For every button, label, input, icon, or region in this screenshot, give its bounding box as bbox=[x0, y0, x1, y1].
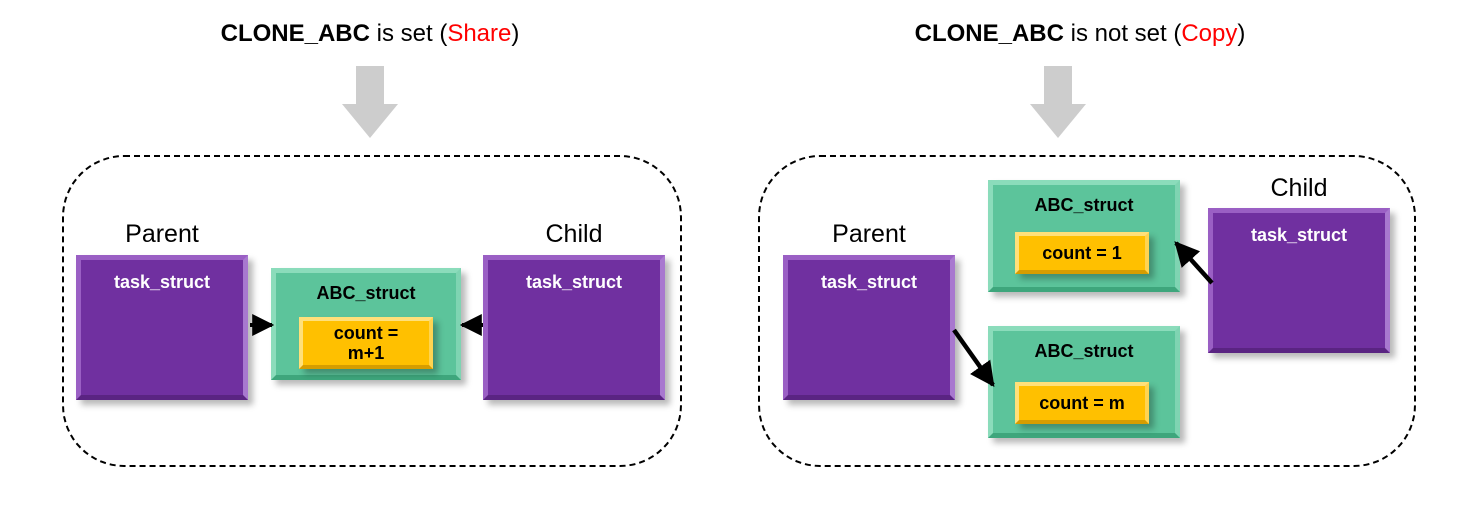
count-label-parent-copy: count = m bbox=[1039, 392, 1125, 413]
parent-task-struct-label-share: task_struct bbox=[113, 272, 211, 292]
child-task-struct-copy: task_struct bbox=[1208, 208, 1390, 353]
panel-title-mode: Share bbox=[447, 20, 512, 47]
count-box-parent-copy: count = m bbox=[1015, 382, 1149, 424]
arrow-shaft bbox=[1044, 66, 1072, 106]
arrow-head bbox=[1030, 104, 1086, 138]
panel-title-share: CLONE_ABC is set (Share) bbox=[110, 22, 630, 46]
count-label-share: count = m+1 bbox=[333, 322, 399, 363]
child-caption-share: Child bbox=[545, 220, 603, 248]
count-box-child-copy: count = 1 bbox=[1015, 232, 1149, 274]
box-face: count = m+1 bbox=[299, 317, 433, 369]
copy-container bbox=[758, 155, 1416, 467]
parent-task-struct-share: task_struct bbox=[76, 255, 248, 400]
child-task-struct-share: task_struct bbox=[483, 255, 665, 400]
share-container bbox=[62, 155, 682, 467]
panel-title-middle: is set ( bbox=[369, 20, 448, 47]
box-face: task_struct bbox=[76, 255, 248, 400]
parent-task-struct-copy: task_struct bbox=[783, 255, 955, 400]
parent-task-struct-label-copy: task_struct bbox=[820, 272, 918, 292]
arrow-head bbox=[342, 104, 398, 138]
abc-struct-title-share: ABC_struct bbox=[316, 283, 416, 303]
child-task-struct-label-copy: task_struct bbox=[1250, 225, 1348, 245]
box-face: count = 1 bbox=[1015, 232, 1149, 274]
box-face: task_struct bbox=[1208, 208, 1390, 353]
box-face: task_struct bbox=[783, 255, 955, 400]
panel-title-flag: CLONE_ABC bbox=[914, 20, 1064, 47]
box-face: count = m bbox=[1015, 382, 1149, 424]
panel-title-mode: Copy bbox=[1181, 20, 1238, 47]
down-block-arrow-icon bbox=[1030, 66, 1086, 138]
panel-title-close: ) bbox=[1237, 20, 1246, 47]
parent-caption-copy: Parent bbox=[832, 220, 906, 248]
panel-title-flag: CLONE_ABC bbox=[220, 20, 370, 47]
panel-title-close: ) bbox=[511, 20, 520, 47]
child-task-struct-label-share: task_struct bbox=[525, 272, 623, 292]
down-block-arrow-icon bbox=[342, 66, 398, 138]
panel-title-middle: is not set ( bbox=[1063, 20, 1182, 47]
count-box-share: count = m+1 bbox=[299, 317, 433, 369]
abc-struct-title-child-copy: ABC_struct bbox=[1034, 195, 1134, 215]
box-face: task_struct bbox=[483, 255, 665, 400]
child-caption-copy: Child bbox=[1270, 174, 1328, 202]
arrow-shaft bbox=[356, 66, 384, 106]
panel-title-copy: CLONE_ABC is not set (Copy) bbox=[820, 22, 1340, 46]
count-label-child-copy: count = 1 bbox=[1042, 242, 1122, 263]
parent-caption-share: Parent bbox=[125, 220, 199, 248]
abc-struct-title-parent-copy: ABC_struct bbox=[1034, 341, 1134, 361]
